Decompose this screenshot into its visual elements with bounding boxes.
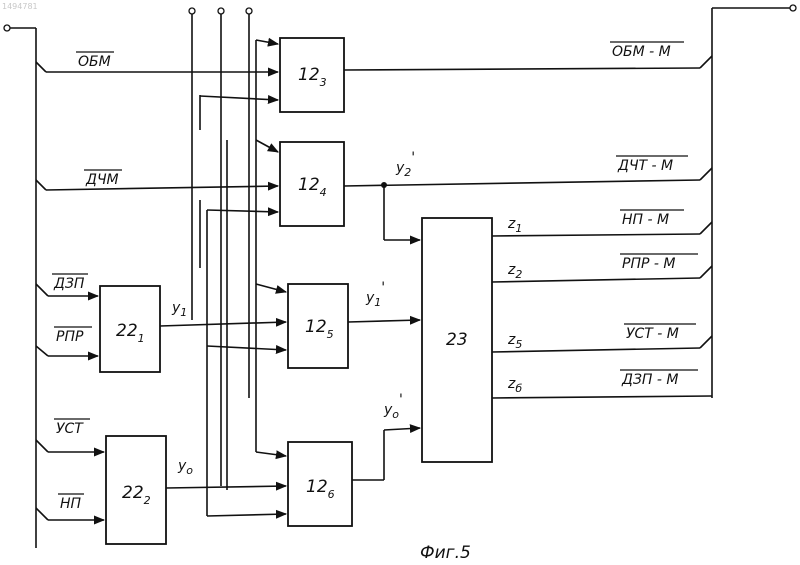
block-12-3-label: 12: [298, 65, 320, 85]
left-terminal: [4, 25, 10, 31]
control-lines: [189, 8, 256, 516]
label-rpr: РПР: [56, 329, 84, 345]
terminal-3: [246, 8, 252, 14]
label-dchm: ДЧМ: [85, 172, 119, 188]
block-12-5-label: 12: [305, 317, 327, 337]
label-obm: ОБМ: [78, 54, 111, 70]
label-dzp-m: ДЗП - М: [621, 372, 678, 388]
block-22-1: 221: [100, 286, 160, 372]
label-rpr-m: РПР - М: [622, 256, 675, 272]
signal-y1: у1: [171, 300, 187, 319]
terminal-1: [189, 8, 195, 14]
label-dzp: ДЗП: [53, 276, 85, 292]
block-12-6-label: 12: [306, 477, 328, 497]
label-obm-m: ОБМ - М: [612, 44, 671, 60]
block-12-4-label: 12: [298, 175, 320, 195]
block-23-label: 23: [446, 330, 468, 350]
watermark: 1494781: [2, 2, 38, 11]
signal-z6: zб: [507, 376, 522, 395]
block-12-3: 123: [280, 38, 344, 112]
signal-y1-prime: у1': [365, 280, 385, 309]
label-np-m: НП - М: [622, 212, 669, 228]
block-23: 23: [422, 218, 492, 462]
signal-z2: z2: [507, 262, 522, 281]
output-labels: ОБМ - М ДЧТ - М НП - М РПР - М УСТ - М Д…: [610, 42, 698, 388]
signal-y0-prime: уо': [383, 392, 403, 421]
block-12-5: 125: [288, 284, 348, 368]
terminal-2: [218, 8, 224, 14]
right-bus: [712, 5, 796, 398]
figure-caption: Фиг.5: [420, 543, 471, 563]
label-ust: УСТ: [56, 421, 84, 437]
signal-z5: z5: [507, 332, 522, 351]
block-12-6: 126: [288, 442, 352, 526]
block-22-2-label: 22: [122, 483, 144, 503]
label-ust-m: УСТ - М: [626, 326, 679, 342]
block-22-1-label: 22: [116, 321, 138, 341]
signal-y0: уо: [177, 458, 193, 477]
block-12-4: 124: [280, 142, 344, 226]
block-22-2: 222: [106, 436, 166, 544]
right-terminal: [790, 5, 796, 11]
label-np: НП: [60, 496, 82, 512]
signal-z1: z1: [507, 216, 522, 235]
signal-y2-prime: у2': [395, 150, 415, 179]
label-dchm-m: ДЧТ - М: [617, 158, 673, 174]
left-bus: [4, 25, 36, 548]
